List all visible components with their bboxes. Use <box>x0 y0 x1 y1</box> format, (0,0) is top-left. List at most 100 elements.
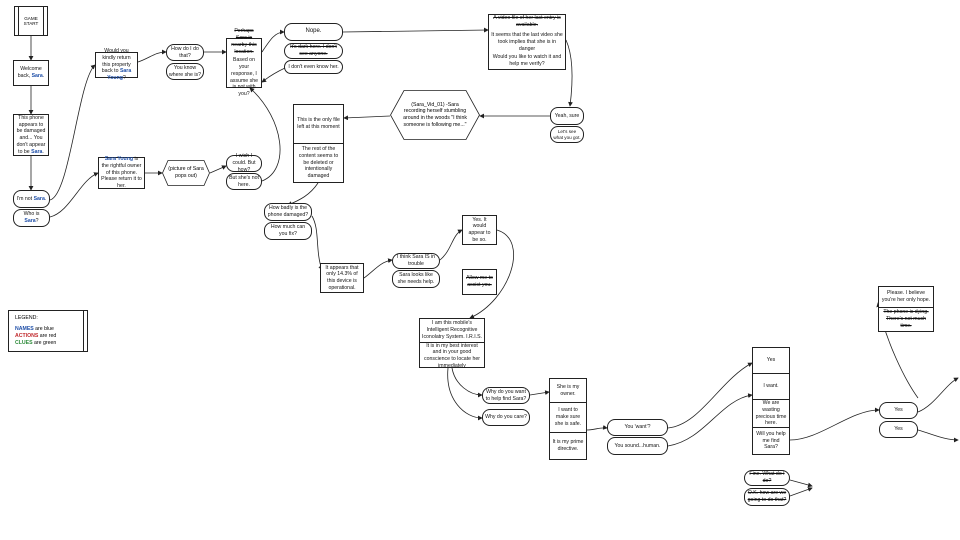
edge-fine-x <box>789 479 813 488</box>
dark-here-text: It's dark here. I don't see anyone. <box>290 44 337 57</box>
perhaps-strike: Perhaps Sara is nearby this location. <box>231 28 257 55</box>
return-text: Would you kindly return this property ba… <box>101 48 131 75</box>
edge-dontknow-perhaps <box>261 67 286 83</box>
edge-nope-video <box>342 27 489 33</box>
video-watch: Would you like to watch it and help me v… <box>492 54 562 67</box>
edge-yesstack-yes1 <box>789 407 880 441</box>
legend-names: NAMES <box>15 326 34 333</box>
edge-howbadly-operational <box>311 215 323 271</box>
edge-whyhelp-owner <box>529 390 550 396</box>
perhaps-text: Based on your response, I assume she is … <box>230 57 258 97</box>
yes-stack-d: Will you help me find Sara? <box>756 430 786 451</box>
iris-top: I am this mobile's Intelligent Recogniti… <box>422 320 482 340</box>
yes-stack-node: Yes I want. We are wasting precious time… <box>752 347 790 455</box>
nope-text: Nope. <box>305 28 322 35</box>
yes-option-1[interactable]: Yes <box>879 402 918 419</box>
return-name: Sara Young <box>107 68 132 82</box>
iris-node: I am this mobile's Intelligent Recogniti… <box>419 318 485 369</box>
edge-iris-whyhelp <box>451 367 483 398</box>
only-file-bottom: The rest of the content seems to be dele… <box>298 146 339 180</box>
yes-option-2[interactable]: Yes <box>879 421 918 438</box>
why-help-option[interactable]: Why do you want to help find Sara? <box>482 387 530 404</box>
legend-clues: CLUES <box>15 340 33 347</box>
perhaps-sara-node: Perhaps Sara is nearby this location. Ba… <box>226 28 262 97</box>
operational-text: It appears that only 14.3% of this devic… <box>325 264 359 291</box>
why-care-text: Why do you care? <box>485 414 527 421</box>
please-node: Please. I believe you're her only hope. … <box>878 286 934 332</box>
im-not-post: . <box>44 195 47 202</box>
you-want-option[interactable]: You 'want'? <box>607 419 668 436</box>
how-much-option[interactable]: How much can you fix? <box>264 222 312 240</box>
video-file-node: A video file of her last entry is availa… <box>488 14 566 70</box>
you-want-text: You 'want'? <box>624 424 651 431</box>
yeah-sure-option[interactable]: Yeah, sure <box>550 107 584 125</box>
please-bottom: The phone is dying. There's not much tim… <box>883 309 929 329</box>
edge-video-yeah <box>565 39 573 107</box>
edge-picture-wish <box>209 165 227 174</box>
who-is-name: Sara <box>24 218 36 224</box>
legend-names-rest: are blue <box>33 326 54 333</box>
allow-me-node: Allow me to assist you. <box>462 269 497 295</box>
why-help-text: Why do you want to help find Sara? <box>485 388 527 402</box>
edge-imnot-return <box>49 64 96 201</box>
owner-name: Sara Young <box>104 156 134 163</box>
how-much-text: How much can you fix? <box>270 224 306 237</box>
owner-text: is the rightful owner of this phone. Ple… <box>101 156 142 190</box>
yes-stack-b: I want. <box>763 383 779 390</box>
picture-text: (picture of Sara pops out) <box>168 166 204 179</box>
you-sound-text: You sound...human. <box>614 442 661 449</box>
legend-actions: ACTIONS <box>15 333 39 340</box>
edge-yousound-yesstack <box>667 393 753 447</box>
im-not-name: Sara <box>33 195 45 202</box>
think-sara-option[interactable]: I think Sara IS in trouble <box>392 253 440 269</box>
how-do-text: How do I do that? <box>171 45 199 59</box>
who-is-option[interactable]: Who is Sara? <box>13 209 50 227</box>
edge-yes1-offscreen <box>917 377 959 413</box>
damaged-post: . <box>42 148 44 155</box>
sara-looks-option[interactable]: Sara looks like she needs help. <box>392 270 440 288</box>
how-badly-option[interactable]: How badly is the phone damaged? <box>264 203 312 221</box>
sara-looks-text: Sara looks like she needs help. <box>397 272 435 285</box>
edge-youwant-yesstack <box>667 362 753 429</box>
wish-option[interactable]: I wish I could. But how? <box>226 153 262 173</box>
return-post: ? <box>122 75 126 82</box>
legend-box: LEGEND: NAMES are blue ACTIONS are red C… <box>8 310 88 352</box>
ok-how-option[interactable]: O.K. how are we going to do that? <box>744 488 790 506</box>
rightful-owner-node: Sara Young is the rightful owner of this… <box>98 156 145 190</box>
how-badly-text: How badly is the phone damaged? <box>267 205 309 218</box>
lets-see-option[interactable]: Let's see what you got. <box>550 126 584 143</box>
she-owner-a: She is my owner. <box>556 383 580 397</box>
but-shes-text: But she's not here. <box>229 174 259 188</box>
how-do-option[interactable]: How do I do that? <box>166 44 204 61</box>
dark-here-option[interactable]: It's dark here. I don't see anyone. <box>284 43 343 59</box>
only-file-top: This is the only file left at this momen… <box>297 117 340 130</box>
legend-actions-rest: are red <box>38 333 57 340</box>
im-not-option[interactable]: I'm not Sara. <box>13 190 50 208</box>
dont-know-option[interactable]: I don't even know her. <box>284 60 343 74</box>
she-owner-node: She is my owner. I want to make sure she… <box>549 378 587 460</box>
sara-vid-hex-node: (Sara_Vid_01) -Sara recording herself st… <box>390 90 480 140</box>
yeah-sure-text: Yeah, sure <box>554 112 580 119</box>
fine-option[interactable]: Fine. What do I do? <box>744 470 790 486</box>
return-property-node: Would you kindly return this property ba… <box>95 48 138 82</box>
operational-node: It appears that only 14.3% of this devic… <box>320 263 364 293</box>
welcome-post: . <box>42 73 45 79</box>
game-start-node: GAME START <box>14 6 48 36</box>
damaged-node: This phone appears to be damaged and... … <box>13 114 49 156</box>
im-not-text: I'm not <box>16 195 34 202</box>
nope-option[interactable]: Nope. <box>284 23 343 41</box>
you-know-option[interactable]: You know where she is? <box>166 63 204 80</box>
only-file-node: This is the only file left at this momen… <box>293 104 344 183</box>
picture-hex-node: (picture of Sara pops out) <box>162 160 210 186</box>
game-start-label: GAME START <box>23 16 39 26</box>
you-know-text: You know where she is? <box>169 64 202 78</box>
lets-see-text: Let's see what you got. <box>553 128 581 140</box>
edge-operational-think <box>363 258 393 279</box>
ok-how-text: O.K. how are we going to do that? <box>747 490 787 503</box>
you-sound-option[interactable]: You sound...human. <box>607 437 668 455</box>
why-care-option[interactable]: Why do you care? <box>482 409 530 426</box>
edge-think-yes <box>439 229 463 261</box>
but-shes-option[interactable]: But she's not here. <box>226 173 262 190</box>
edge-onlyfile-howbadly <box>287 182 319 206</box>
